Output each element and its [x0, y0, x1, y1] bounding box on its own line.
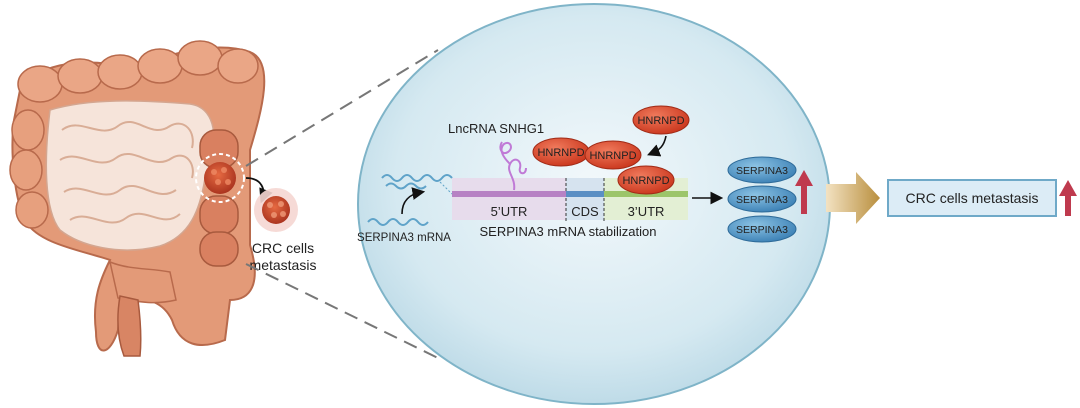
- mrna-entry-arrow: [401, 187, 426, 215]
- tumor-label-line2: metastasis: [250, 257, 317, 273]
- svg-text:HNRNPD: HNRNPD: [537, 147, 584, 159]
- small-intestine: [45, 100, 215, 251]
- hnrnpd-protein: HNRNPD: [617, 165, 675, 195]
- outcome-label: CRC cells metastasis: [905, 190, 1038, 206]
- serpina3-mrna-label: SERPINA3 mRNA: [357, 232, 451, 244]
- utr3-label: 3’UTR: [628, 204, 665, 219]
- outcome-box: [887, 179, 1057, 217]
- tumor-site-highlight: [195, 153, 245, 203]
- svg-text:SERPINA3: SERPINA3: [736, 194, 788, 206]
- svg-text:HNRNPD: HNRNPD: [622, 175, 669, 187]
- metastasis-cluster-icon: [254, 188, 298, 232]
- svg-text:HNRNPD: HNRNPD: [637, 115, 684, 127]
- lncrna-label: LncRNA SNHG1: [448, 121, 544, 136]
- stabilization-label: SERPINA3 mRNA stabilization: [479, 224, 656, 239]
- tumor-label-line1: CRC cells: [252, 240, 314, 256]
- cds-label: CDS: [571, 204, 599, 219]
- utr5-band: [452, 178, 566, 220]
- lncrna-snhg1-icon: [499, 141, 527, 191]
- hnrnpd-protein: HNRNPD: [584, 140, 642, 170]
- serpina3-protein: SERPINA3: [727, 215, 797, 243]
- zoom-lines: [245, 49, 439, 359]
- hnrnpd-recruit-arrow: [647, 135, 667, 157]
- svg-text:SERPINA3: SERPINA3: [736, 224, 788, 236]
- metastasis-increase-arrow-icon: [1059, 180, 1077, 216]
- pathway-arrow-icon: [826, 172, 880, 224]
- hnrnpd-protein: HNRNPD: [632, 105, 690, 135]
- cds-band: [566, 178, 604, 220]
- tumor-site: [204, 162, 236, 194]
- svg-text:SERPINA3: SERPINA3: [736, 165, 788, 177]
- svg-text:HNRNPD: HNRNPD: [589, 150, 636, 162]
- hnrnpd-protein: HNRNPD: [532, 137, 590, 167]
- serpina3-protein: SERPINA3: [727, 185, 797, 213]
- serpina3-protein: SERPINA3: [727, 156, 797, 184]
- colon-illustration: [9, 40, 266, 357]
- serpina3-increase-arrow-icon: [795, 170, 813, 214]
- utr5-label: 5’UTR: [491, 204, 528, 219]
